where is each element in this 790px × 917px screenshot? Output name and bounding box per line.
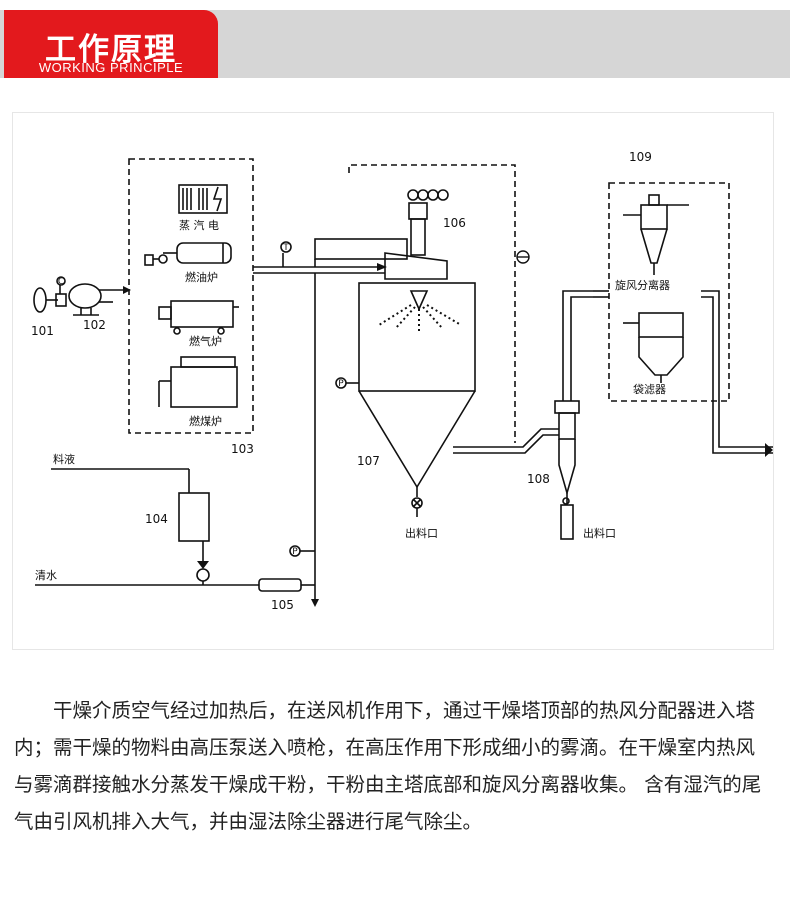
- label-steam-electric: 蒸 汽 电: [179, 218, 219, 232]
- svg-text:P: P: [338, 379, 344, 389]
- separator-group-box: [608, 182, 730, 402]
- label-105: 105: [271, 598, 294, 612]
- gas-furnace-icon: [158, 300, 239, 335]
- blower-fan-icon: [33, 276, 123, 316]
- process-diagram-svg: T C P P 101 102 103 104 105 106 107 108 …: [31, 150, 773, 612]
- section-header: 工作原理 WORKING PRINCIPLE: [0, 0, 790, 80]
- dryer-group-box: [348, 164, 516, 443]
- cyclone-separator: [623, 194, 689, 275]
- label-101: 101: [31, 324, 54, 338]
- cyclone-108: [554, 400, 580, 540]
- spray-droplets: [378, 304, 462, 331]
- label-cyclone-separator: 旋风分离器: [615, 278, 670, 292]
- label-102: 102: [83, 318, 106, 332]
- label-clean-water: 清水: [35, 569, 57, 582]
- header-title-block: 工作原理 WORKING PRINCIPLE: [4, 10, 218, 78]
- svg-text:T: T: [282, 243, 289, 253]
- label-oil-furnace: 燃油炉: [185, 270, 218, 284]
- label-109: 109: [629, 150, 652, 164]
- label-outlet-cyclone: 出料口: [583, 526, 616, 540]
- bag-filter: [623, 312, 684, 383]
- hot-air-distributor: [384, 189, 449, 280]
- label-106: 106: [443, 216, 466, 230]
- label-104: 104: [145, 512, 168, 526]
- label-coal-furnace: 燃煤炉: [189, 414, 222, 428]
- pump-105: [258, 578, 302, 592]
- feed-tank: [51, 468, 210, 585]
- oil-furnace-icon: [144, 242, 232, 266]
- label-feed-liquid: 料液: [53, 452, 75, 466]
- process-diagram: T C P P 101 102 103 104 105 106 107 108 …: [12, 112, 774, 650]
- section-subtitle: WORKING PRINCIPLE: [38, 60, 184, 75]
- flow-arrows: [123, 263, 773, 607]
- heater-group-box: [128, 158, 254, 434]
- section-title: 工作原理: [45, 32, 177, 68]
- label-bag-filter: 袋滤器: [633, 382, 666, 396]
- label-outlet-main: 出料口: [405, 526, 438, 540]
- coal-furnace-icon: [158, 356, 238, 408]
- drying-tower: [335, 282, 476, 517]
- description-text: 干燥介质空气经过加热后，在送风机作用下，通过干燥塔顶部的热风分配器进入塔内；需干…: [14, 698, 762, 833]
- svg-text:P: P: [292, 547, 298, 557]
- steam-electric-heater-icon: [178, 184, 228, 214]
- label-gas-furnace: 燃气炉: [189, 334, 222, 348]
- label-103: 103: [231, 442, 254, 456]
- label-107: 107: [357, 454, 380, 468]
- label-108: 108: [527, 472, 550, 486]
- svg-text:C: C: [58, 277, 64, 287]
